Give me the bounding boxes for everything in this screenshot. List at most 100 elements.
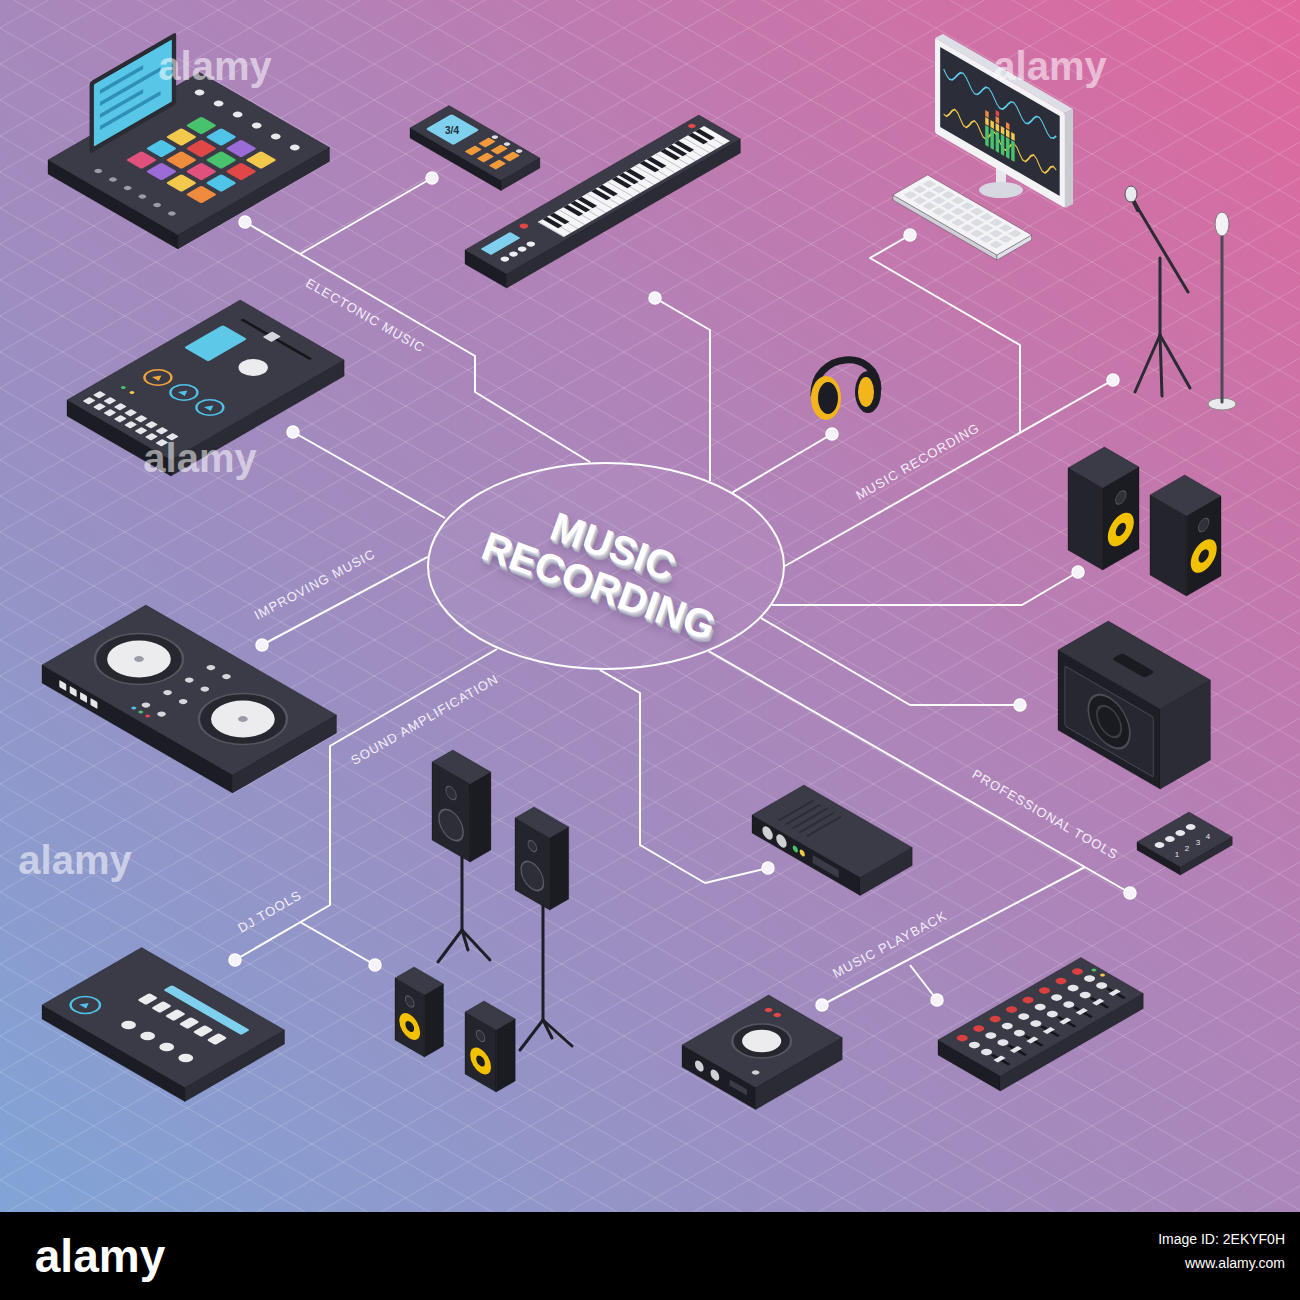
iso-grid	[0, 0, 1300, 490]
speaker-stand-illustration	[542, 902, 545, 1020]
floor-speaker-illustration	[496, 1019, 515, 1092]
audio-interface-illustration	[800, 849, 805, 858]
category-label: MUSIC RECORDING	[854, 421, 982, 503]
media-controller-illustration	[135, 427, 148, 435]
sampler-illustration	[206, 174, 237, 192]
mixer-illustration	[987, 1015, 1003, 1024]
computer-keyboard-illustration	[989, 219, 1003, 227]
iso-grid	[0, 172, 1300, 922]
logo: alamy	[35, 1231, 165, 1282]
computer-keyboard-illustration	[941, 191, 955, 199]
mixer-illustration	[967, 1041, 983, 1050]
leader-line	[785, 380, 1113, 566]
computer-keyboard-illustration	[913, 186, 927, 194]
keyboard-illustration	[646, 157, 666, 169]
mixer-illustration	[1007, 1045, 1027, 1057]
floor-speaker-illustration	[470, 1043, 491, 1079]
knob-number: 2	[1185, 845, 1189, 854]
launch-controller-illustration	[156, 1041, 177, 1053]
computer-keyboard-illustration	[903, 180, 1022, 249]
dj-controller-illustration	[94, 633, 184, 685]
media-controller-illustration	[128, 391, 135, 395]
drum-machine-illustration	[465, 146, 482, 156]
iso-grid	[0, 0, 1300, 670]
amplifier-illustration	[1088, 686, 1130, 758]
dj-controller-illustration	[140, 702, 152, 709]
iso-grid	[0, 0, 1300, 22]
iso-grid	[0, 0, 1300, 382]
media-controller-illustration	[145, 421, 158, 429]
studio-monitor-illustration	[1191, 534, 1217, 579]
mixer-illustration	[999, 1022, 1015, 1031]
equipment	[42, 32, 1236, 1110]
dj-controller-illustration	[77, 623, 202, 695]
playback-interface-illustration	[734, 1025, 789, 1057]
mixer-illustration	[1092, 999, 1104, 1006]
amplifier-illustration	[1058, 621, 1210, 789]
computer-illustration	[1006, 122, 1009, 130]
iso-grid	[0, 820, 1300, 1300]
leader-lines	[229, 172, 1136, 1011]
sampler-illustration	[126, 151, 157, 169]
pa-speaker-illustration	[528, 839, 537, 854]
mixer-illustration	[1073, 1007, 1093, 1019]
switch-box-illustration	[1184, 823, 1198, 831]
playback-interface-illustration	[750, 1070, 760, 1076]
computer-keyboard-illustration	[932, 186, 946, 194]
studio-monitor-illustration	[1150, 475, 1221, 516]
playback-interface-illustration	[763, 1007, 773, 1013]
playback-interface-illustration	[695, 1059, 747, 1099]
computer-illustration	[996, 110, 999, 117]
dj-controller-illustration	[198, 693, 288, 745]
sampler-illustration	[166, 128, 197, 146]
speaker-stand-illustration	[543, 1020, 572, 1046]
computer-illustration	[996, 131, 999, 153]
iso-grid	[0, 208, 1300, 958]
switch-box-illustration	[1173, 829, 1187, 837]
sampler-illustration	[186, 186, 217, 204]
sampler-illustration	[166, 174, 197, 192]
dj-controller-illustration	[59, 680, 66, 691]
connector-dot	[816, 999, 828, 1011]
keyboard-illustration	[465, 115, 740, 274]
playback-interface-illustration	[711, 1068, 720, 1083]
iso-grid	[0, 754, 1300, 1300]
computer-illustration	[1006, 129, 1009, 138]
mixer-illustration	[1024, 1035, 1044, 1047]
playback-interface-illustration	[730, 1080, 747, 1096]
sampler-illustration	[108, 177, 118, 183]
category-label: PROFESSIONAL TOOLS	[970, 767, 1121, 862]
drum-machine-illustration	[426, 114, 480, 145]
switch-box-illustration	[1163, 835, 1177, 843]
floor-speaker-illustration	[395, 967, 443, 995]
launch-controller-illustration	[65, 964, 250, 1071]
sampler-illustration	[146, 163, 177, 181]
audio-interface-illustration	[813, 855, 839, 878]
computer-illustration	[979, 182, 1023, 198]
leader-line	[772, 572, 1078, 605]
drum-machine-illustration	[491, 135, 500, 140]
amplifier-illustration	[1065, 666, 1153, 777]
computer-keyboard-illustration	[932, 197, 946, 205]
iso-grid	[0, 0, 1300, 310]
media-controller-illustration	[93, 403, 106, 411]
launch-controller-illustration	[179, 1017, 200, 1029]
amplifier-illustration	[1065, 666, 1153, 777]
iso-grid	[0, 1180, 1300, 1300]
laptop-illustration	[100, 91, 161, 130]
drum-machine-illustration	[410, 106, 540, 181]
connector-dot	[1014, 699, 1026, 711]
studio-monitor-illustration	[1191, 512, 1217, 579]
headphones-illustration	[818, 382, 838, 414]
microphone-stand-illustration	[1159, 258, 1162, 335]
iso-grid	[0, 1072, 1300, 1300]
computer-keyboard-illustration	[922, 202, 936, 210]
iso-grid	[0, 682, 1300, 1300]
playback-interface-illustration	[695, 1059, 704, 1074]
launch-controller-illustration	[193, 1025, 214, 1037]
computer-keyboard-illustration	[961, 213, 975, 221]
iso-grid	[0, 0, 1300, 496]
computer-keyboard-illustration	[980, 213, 994, 221]
iso-grid	[0, 0, 1300, 460]
sampler-illustration	[186, 117, 217, 135]
